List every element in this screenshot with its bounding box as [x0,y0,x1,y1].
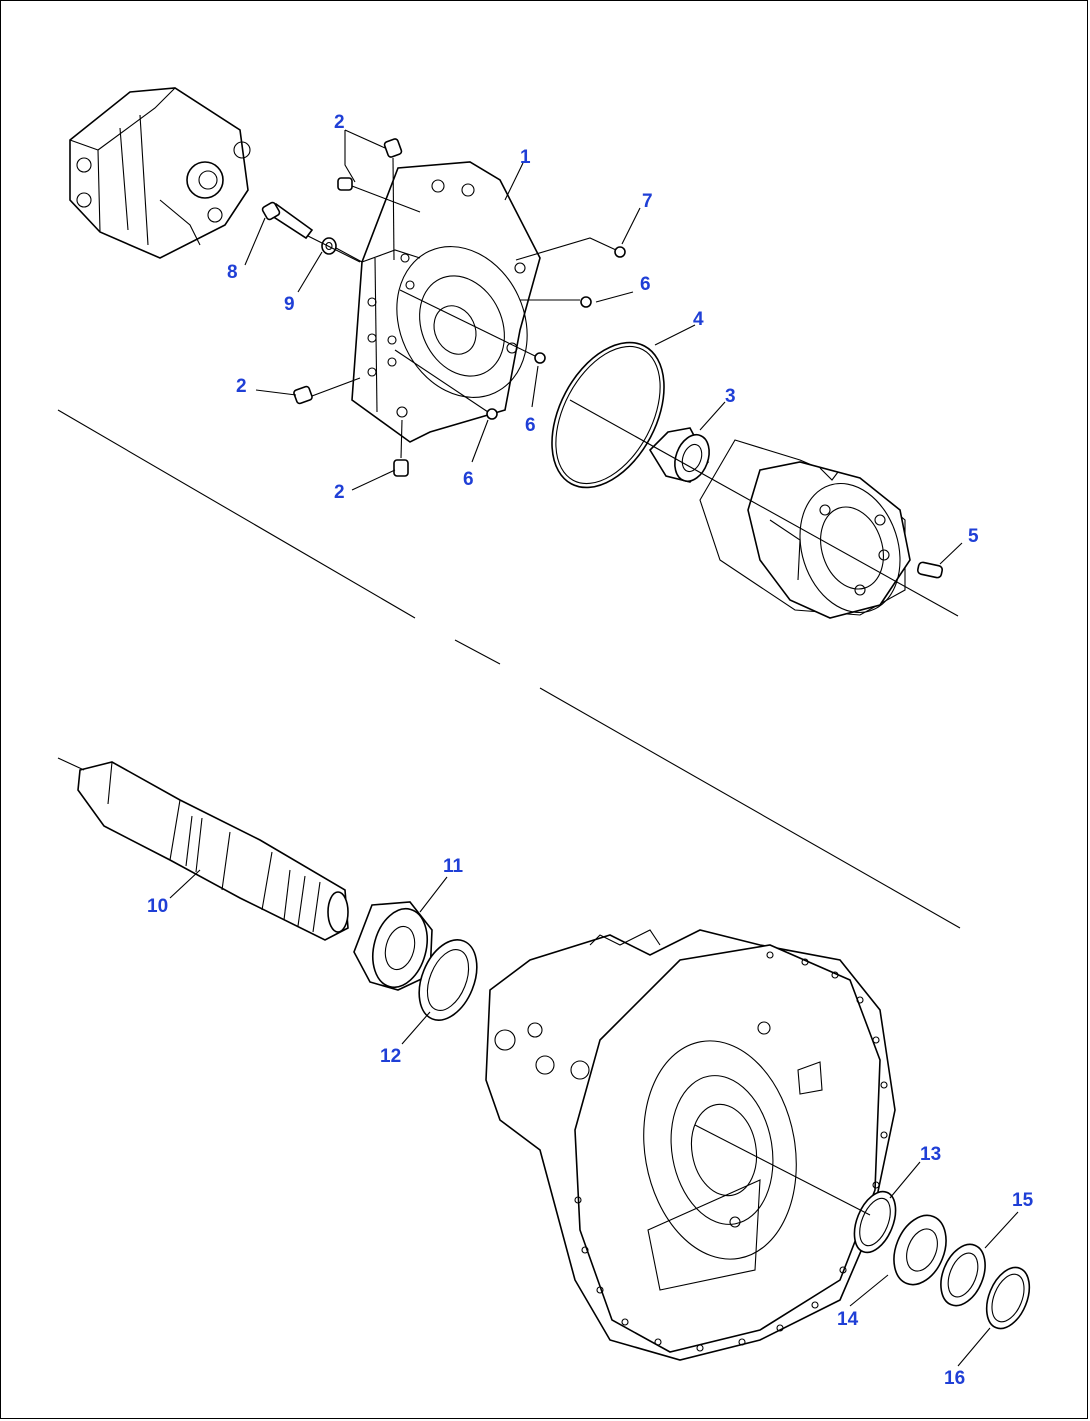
snap-ring-13 [853,1190,897,1254]
callout-14: 14 [837,1309,859,1330]
callout-2-left: 2 [236,376,247,397]
callout-13: 13 [920,1144,941,1165]
callout-5: 5 [968,526,979,547]
callout-2-bottom: 2 [334,482,345,503]
callout-12: 12 [380,1046,401,1067]
separation-lines [57,409,961,929]
bearing-11 [353,901,433,991]
cylinder-block [699,439,911,619]
callout-3: 3 [725,386,736,407]
callout-11: 11 [443,856,464,877]
callout-1: 1 [520,147,531,168]
callout-10: 10 [147,896,168,917]
callout-6-lower: 6 [463,469,474,490]
callouts: 1 2 2 2 3 4 5 6 6 6 7 8 9 10 11 12 13 14… [147,112,1034,1389]
callout-6-right: 6 [640,274,651,295]
gear-pump [69,87,251,259]
bearing-14 [893,1214,947,1286]
fasteners [261,138,626,477]
callout-2-top: 2 [334,112,345,133]
o-ring-4-inner [555,345,661,485]
end-cover [351,161,541,443]
flange-bolt-holes [574,951,888,1352]
bushing-3 [648,427,710,483]
pin-5 [916,561,944,579]
leader-lines [169,129,1019,1367]
callout-15: 15 [1012,1190,1034,1211]
spacer-15 [940,1243,986,1307]
axis-bottom [694,1124,871,1216]
callout-9: 9 [284,294,295,315]
callout-6-mid: 6 [525,415,536,436]
callout-8: 8 [227,262,238,283]
callout-16: 16 [944,1368,965,1389]
callout-7: 7 [642,191,653,212]
o-ring-4 [551,341,665,489]
callout-4: 4 [693,309,704,330]
axis-top [569,399,959,617]
snap-ring-16 [985,1266,1031,1330]
pump-housing [485,929,896,1361]
shaft-10 [57,757,349,941]
seal-12 [418,939,478,1021]
